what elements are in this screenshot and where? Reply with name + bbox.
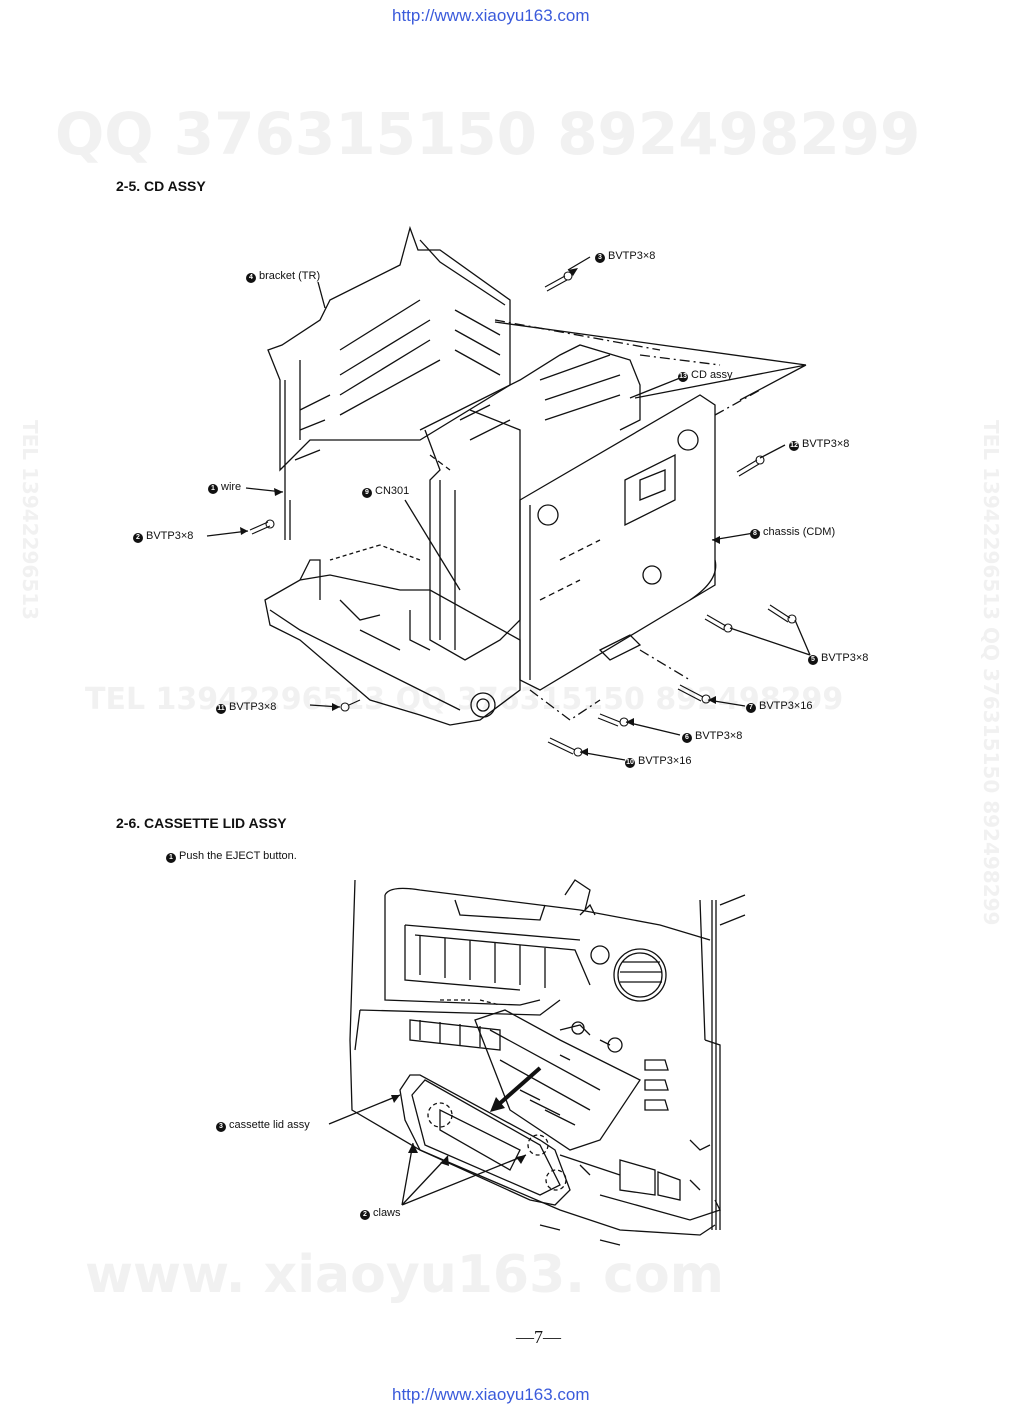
section-title-cd-assy: 2-5. CD ASSY <box>116 178 206 194</box>
source-url-top[interactable]: http://www.xiaoyu163.com <box>392 6 590 25</box>
watermark-tel: TEL 13942296513 QQ 376315150 892498299 <box>85 682 844 717</box>
watermark-qq: QQ 376315150 892498299 <box>55 100 921 168</box>
watermark-www: www. xiaoyu163. com <box>85 1245 724 1305</box>
page-number: —7— <box>516 1327 561 1347</box>
source-url-bottom[interactable]: http://www.xiaoyu163.com <box>392 1385 590 1404</box>
section-title-cassette-lid: 2-6. CASSETTE LID ASSY <box>116 815 287 831</box>
